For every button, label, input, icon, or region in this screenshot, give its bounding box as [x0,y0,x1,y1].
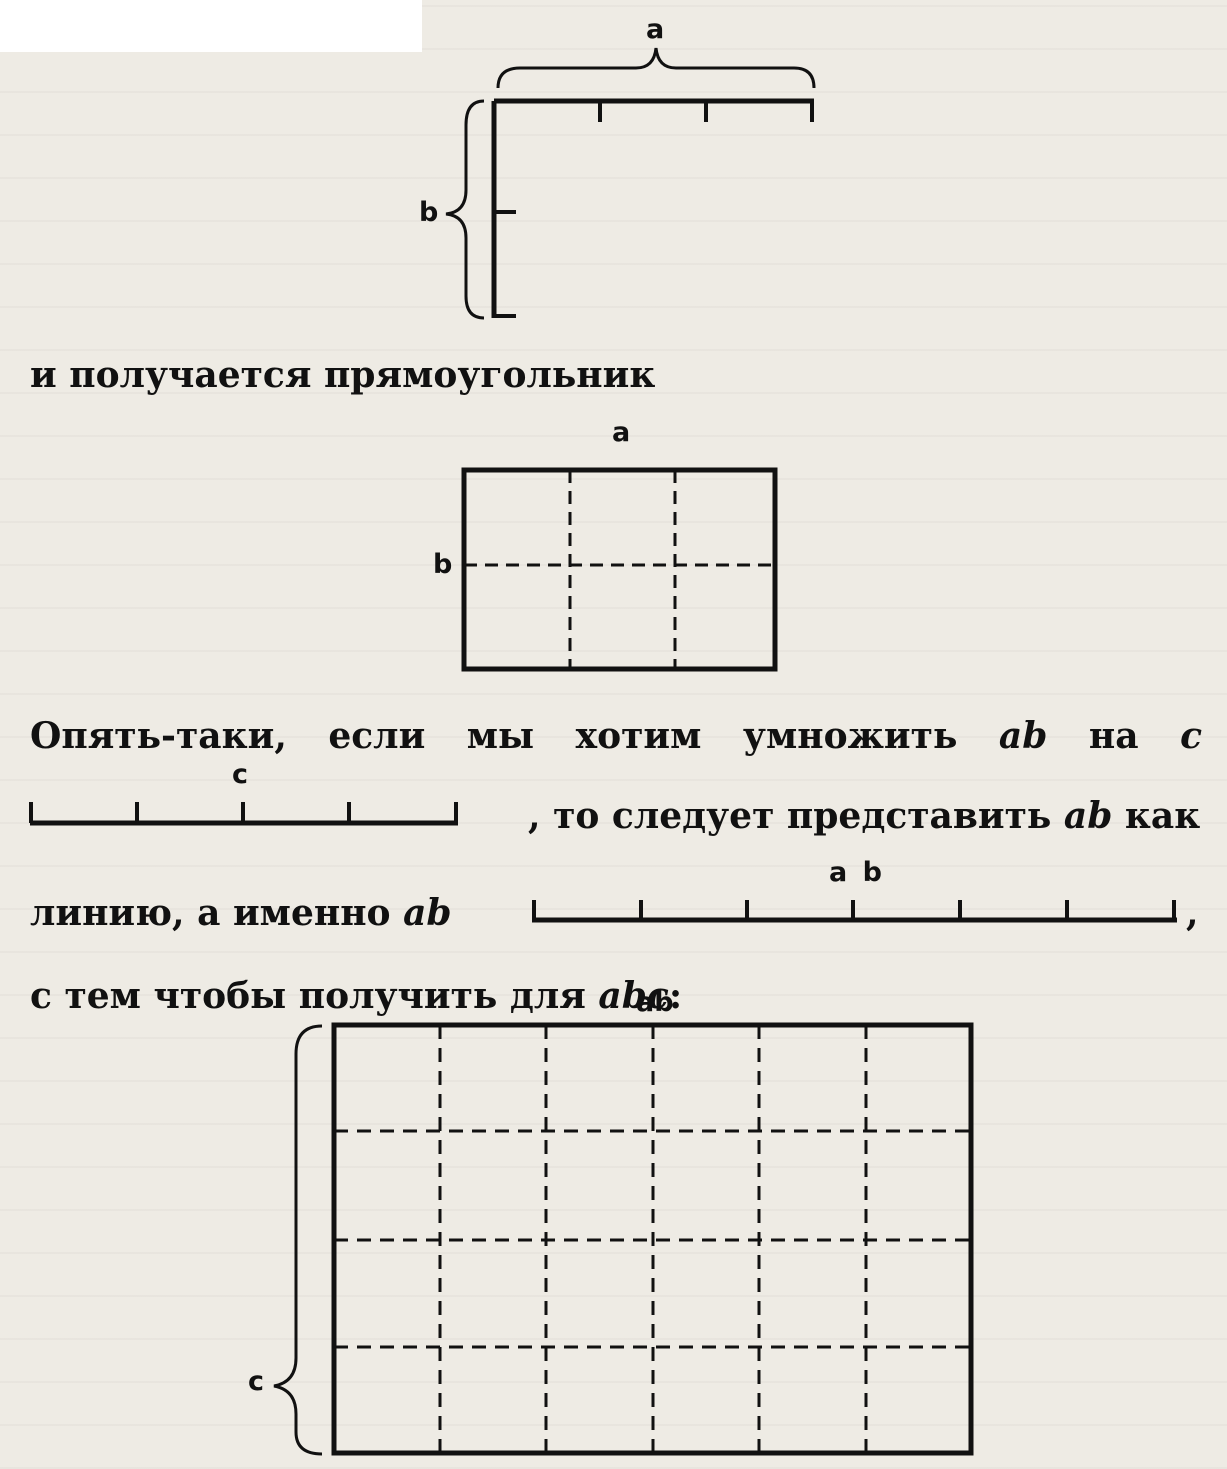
text-fragment: как [1112,795,1201,837]
word: если [328,715,426,757]
text-line-namely: линию, а именно ab [30,892,452,934]
brace-left [445,99,485,320]
text-fragment: , то следует представить [528,795,1064,837]
word: мы [466,715,535,757]
figure-rectangle-ab [461,467,778,672]
figure-segments-a-b [445,47,816,320]
label-a-fig1: a [646,14,665,45]
label-a-fig2: a [612,417,631,448]
figure-rectangle-abc [273,1022,974,1456]
text-fragment: с тем чтобы получить для [30,975,599,1017]
figure-segment-c [29,802,458,826]
word: умножить [742,715,958,757]
text-fragment: : [668,975,683,1017]
label-b-fig2: b [433,549,453,580]
text-line-rectangle: и получается прямоугольник [30,354,656,396]
label-c-fig3: c [232,759,249,790]
figure-segment-ab [532,900,1177,923]
label-ab-fig4: a b [829,857,885,888]
label-c-fig5: c [248,1366,265,1397]
text-line-represent: , то следует представить ab как [528,795,1200,837]
word: Опять-таки, [30,715,287,757]
word: на [1088,715,1139,757]
rect-ab [461,467,778,672]
brace-c [273,1024,323,1456]
variable-ab: ab [1063,795,1113,837]
variable-abc: abc [598,975,669,1017]
text-line-multiply: Опять-таки, если мы хотим умножить ab на… [30,715,1202,757]
label-ab-fig5: ab [636,987,674,1018]
variable-ab: ab [403,892,452,934]
text-line-to-get: с тем чтобы получить для abc: [30,975,682,1017]
word: хотим [575,715,702,757]
blank-region [0,0,422,52]
label-b-fig1: b [419,197,439,228]
trailing-comma: , [1186,892,1199,934]
text-fragment: линию, а именно [30,892,404,934]
variable-ab: ab [998,715,1048,757]
brace-top [496,47,816,89]
variable-c: c [1180,715,1202,757]
